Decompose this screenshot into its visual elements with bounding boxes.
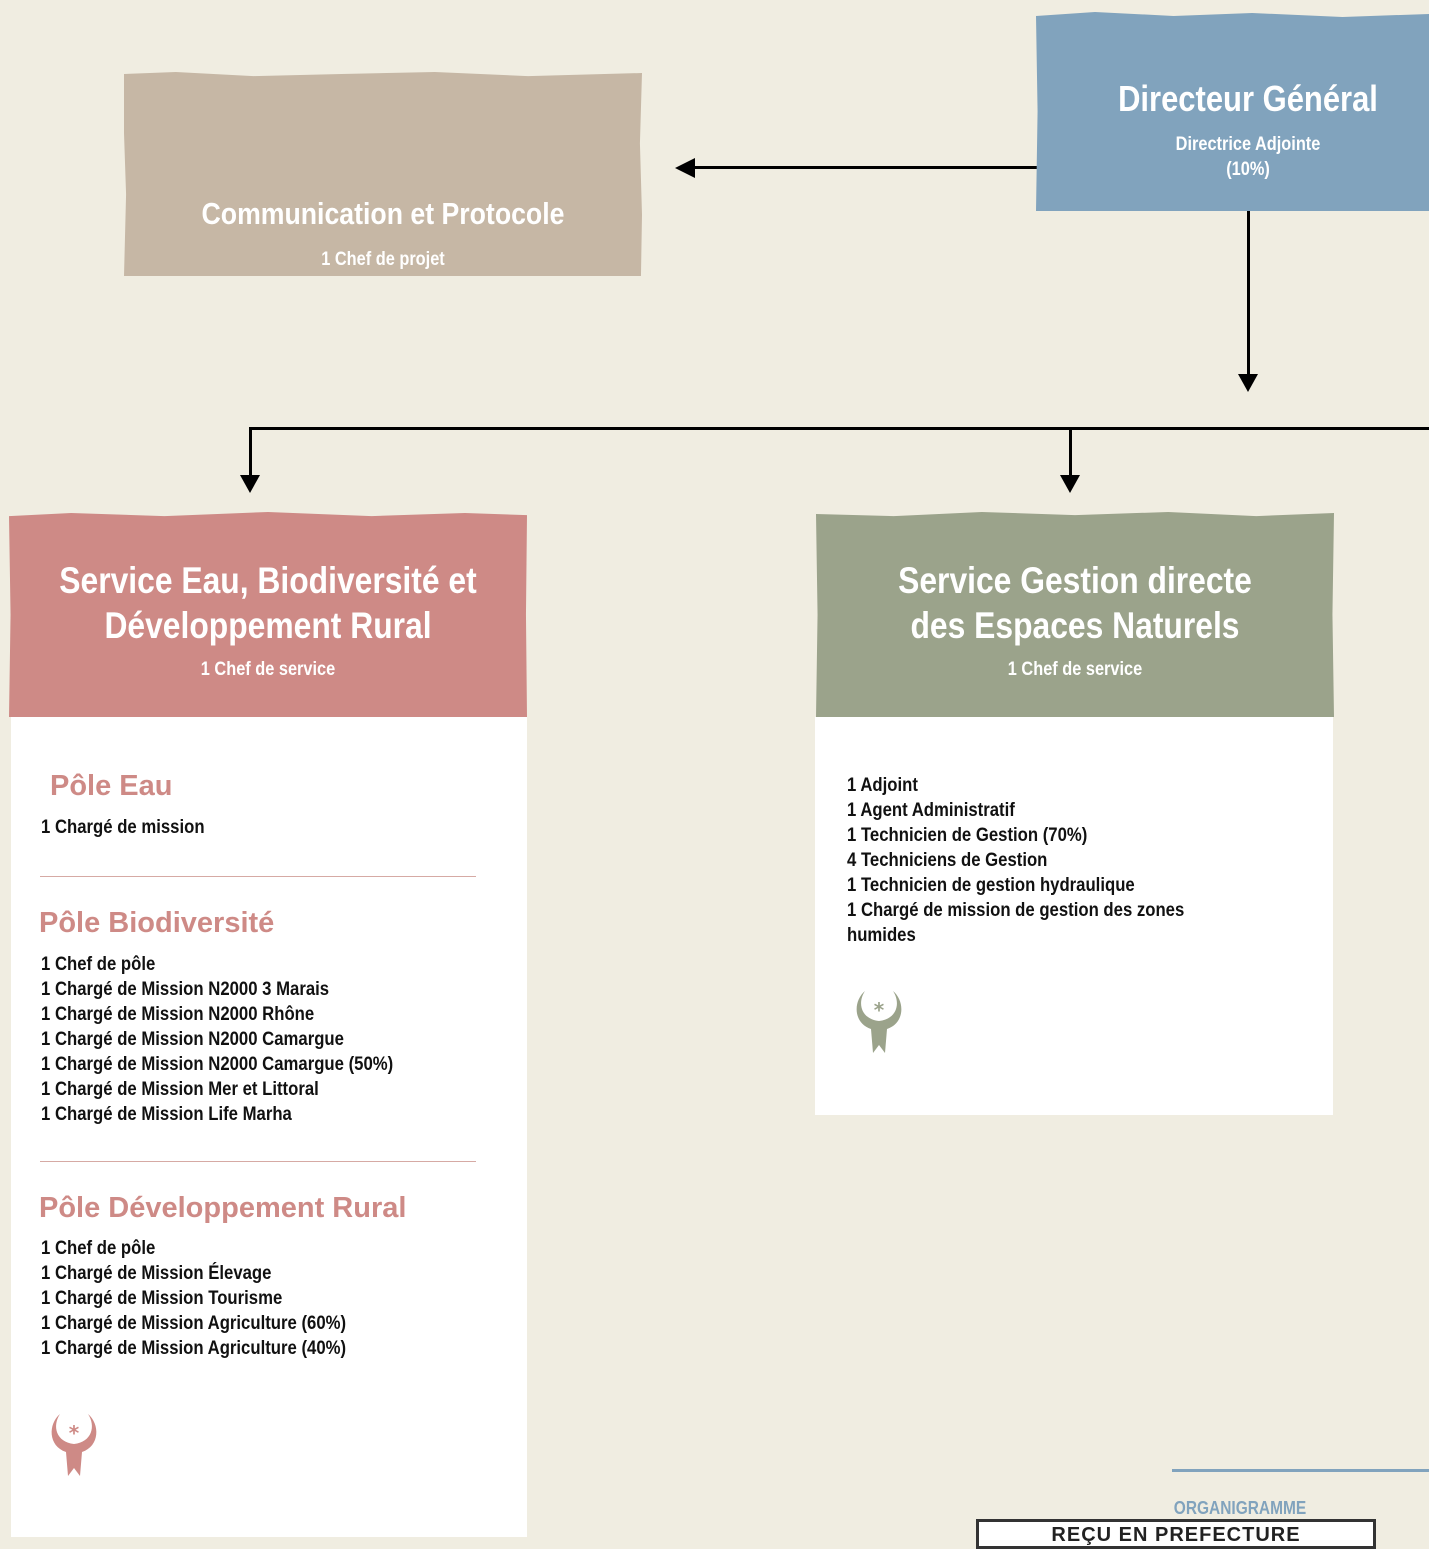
- director-deputy: Directrice Adjointe (10%): [1066, 132, 1429, 182]
- pole-rural-title: Pôle Développement Rural: [39, 1192, 407, 1224]
- park-logo-icon: *: [51, 1414, 97, 1476]
- divider: [40, 1161, 476, 1162]
- staff-item: 1 Adjoint: [847, 775, 918, 796]
- pole-biodiversity-title: Pôle Biodiversité: [39, 907, 275, 939]
- service-natural-head: 1 Chef de service: [1007, 659, 1143, 680]
- connector-to-service-natural: [1069, 427, 1072, 477]
- staff-item: 1 Chargé de Mission Mer et Littoral: [41, 1079, 319, 1100]
- director-deputy-line: Directrice Adjointe: [1175, 134, 1321, 155]
- staff-item: 1 Chargé de mission de gestion des zones: [847, 900, 1185, 921]
- service-natural-staff: 1 Adjoint 1 Agent Administratif 1 Techni…: [847, 773, 1230, 948]
- director-deputy-share: (10%): [1226, 159, 1270, 180]
- service-water-body: Pôle Eau 1 Chargé de mission Pôle Biodiv…: [11, 717, 527, 1537]
- staff-item: 1 Technicien de gestion hydraulique: [847, 875, 1135, 896]
- arrow-director-down: [1238, 374, 1258, 392]
- prefecture-stamp: REÇU EN PREFECTURE: [976, 1519, 1376, 1549]
- staff-item: 1 Chargé de Mission Agriculture (40%): [41, 1338, 347, 1359]
- connector-director-to-communication: [693, 166, 1038, 169]
- director-title: Directeur Général: [1118, 78, 1378, 119]
- staff-item: 1 Chargé de Mission Élevage: [41, 1263, 272, 1284]
- arrow-to-service-natural: [1060, 475, 1080, 493]
- service-natural-body: 1 Adjoint 1 Agent Administratif 1 Techni…: [815, 717, 1333, 1115]
- director-box: Directeur Général Directrice Adjointe (1…: [1036, 12, 1429, 211]
- svg-text:*: *: [69, 1421, 80, 1445]
- arrow-to-service-water: [240, 475, 260, 493]
- footer-rule: [1172, 1469, 1429, 1472]
- staff-item: humides: [847, 925, 916, 946]
- service-natural-title-line: Service Gestion directe: [898, 560, 1252, 601]
- staff-item: 1 Chef de pôle: [41, 1238, 156, 1259]
- staff-item: 1 Agent Administratif: [847, 800, 1015, 821]
- park-logo-icon: *: [856, 991, 902, 1053]
- staff-item: 1 Chargé de Mission N2000 Camargue (50%): [41, 1054, 394, 1075]
- service-water-head: 1 Chef de service: [200, 659, 336, 680]
- staff-item: 1 Chargé de Mission Tourisme: [41, 1288, 283, 1309]
- divider: [40, 876, 476, 877]
- staff-item: 1 Chef de pôle: [41, 954, 156, 975]
- service-natural-title-line: des Espaces Naturels: [910, 605, 1240, 646]
- pole-biodiversity-staff: 1 Chef de pôle 1 Chargé de Mission N2000…: [41, 952, 441, 1127]
- staff-item: 1 Chargé de Mission N2000 Rhône: [41, 1004, 315, 1025]
- footer-label-text: ORGANIGRAMME: [1173, 1498, 1307, 1518]
- staff-item: 1 Chargé de Mission Life Marha: [41, 1104, 292, 1125]
- connector-horizontal-bus: [249, 427, 1429, 430]
- pole-rural-staff: 1 Chef de pôle 1 Chargé de Mission Éleva…: [41, 1236, 388, 1361]
- staff-item: 1 Chargé de mission: [41, 817, 205, 838]
- service-water-header: Service Eau, Biodiversité et Développeme…: [9, 512, 527, 717]
- arrow-to-communication: [675, 158, 695, 178]
- footer-label: ORGANIGRAMME: [1150, 1498, 1330, 1519]
- staff-item: 4 Techniciens de Gestion: [847, 850, 1048, 871]
- communication-staff: 1 Chef de projet 1 Agent Administratif (…: [160, 247, 605, 295]
- communication-staff-item: 1 Agent Administratif (60%): [276, 274, 490, 295]
- service-natural-header: Service Gestion directe des Espaces Natu…: [816, 512, 1334, 717]
- connector-to-service-water: [249, 427, 252, 477]
- pole-water-staff: 1 Chargé de mission: [41, 815, 227, 840]
- communication-staff-item: 1 Chef de projet: [321, 249, 445, 270]
- svg-text:*: *: [874, 998, 885, 1022]
- staff-item: 1 Chargé de Mission N2000 Camargue: [41, 1029, 344, 1050]
- connector-director-down: [1247, 211, 1250, 375]
- staff-item: 1 Chargé de Mission Agriculture (60%): [41, 1313, 347, 1334]
- pole-water-title: Pôle Eau: [50, 770, 173, 802]
- service-water-title: Service Eau, Biodiversité et Développeme…: [45, 558, 490, 648]
- service-natural-title: Service Gestion directe des Espaces Natu…: [852, 558, 1297, 648]
- communication-title: Communication et Protocole: [201, 196, 565, 231]
- service-water-title-line: Développement Rural: [104, 605, 432, 646]
- communication-box: Communication et Protocole 1 Chef de pro…: [124, 72, 642, 276]
- staff-item: 1 Technicien de Gestion (70%): [847, 825, 1088, 846]
- staff-item: 1 Chargé de Mission N2000 3 Marais: [41, 979, 330, 1000]
- service-water-title-line: Service Eau, Biodiversité et: [59, 560, 477, 601]
